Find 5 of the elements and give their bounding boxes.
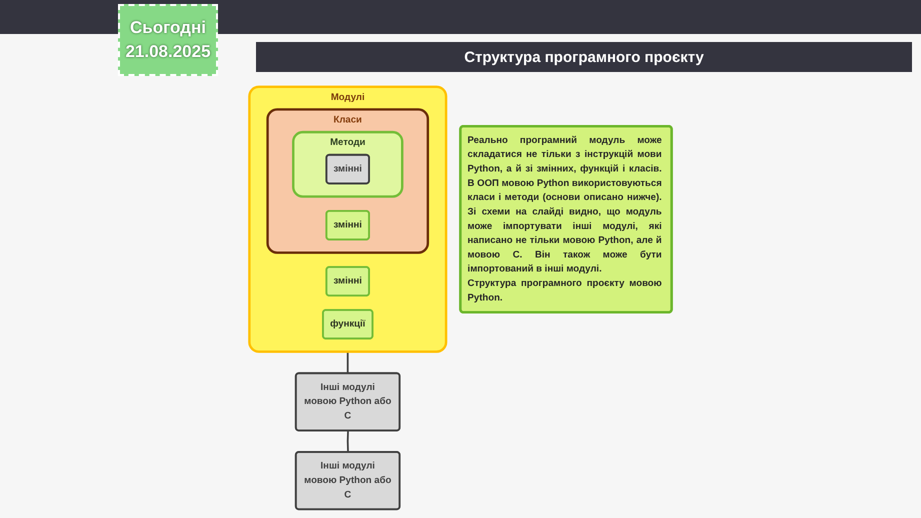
connector <box>346 352 349 374</box>
badge-text: Сьогодні <box>130 18 206 38</box>
slide-title: Структура програмного проєкту <box>256 42 912 72</box>
connector <box>346 430 349 452</box>
badge-text: 21.08.2025 <box>125 42 211 62</box>
